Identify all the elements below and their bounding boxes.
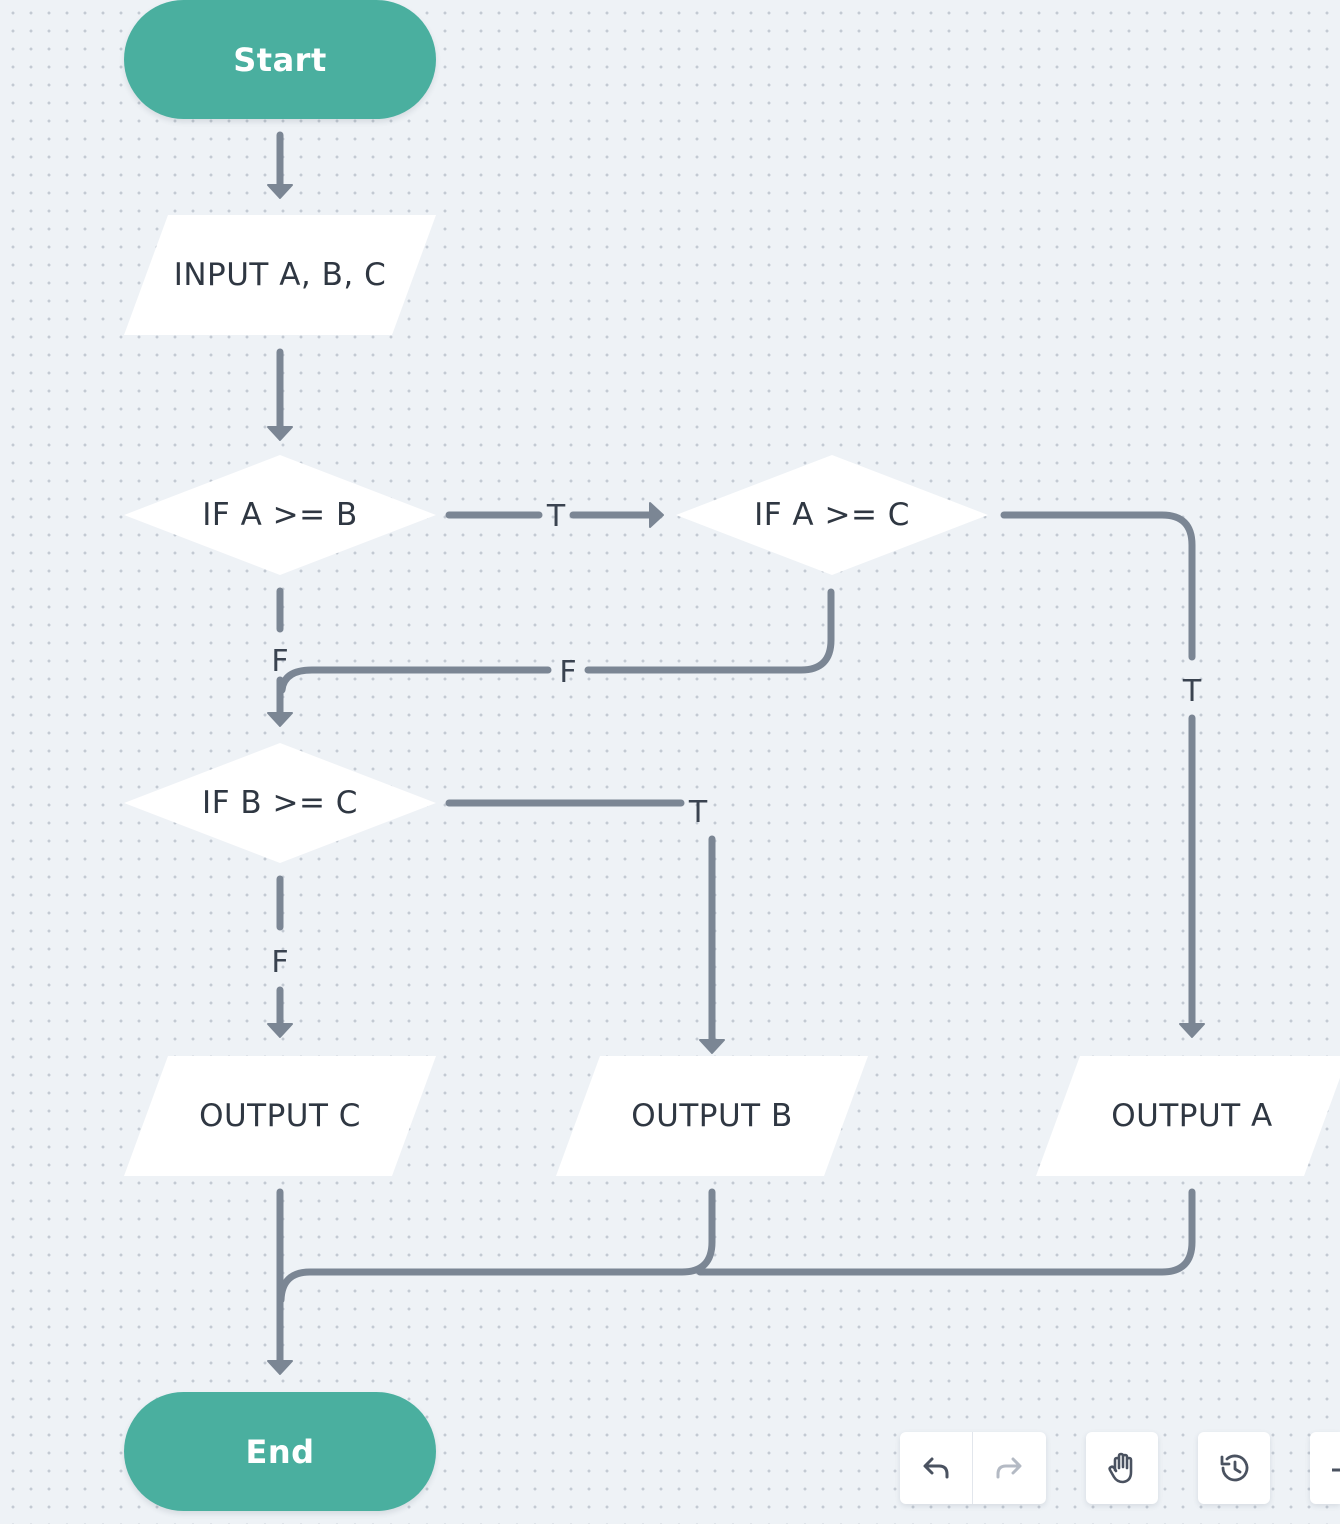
- edge-label-bc-false: F: [271, 945, 288, 980]
- partial-icon: [1332, 1468, 1340, 1472]
- diamond-shape: [124, 455, 436, 575]
- edge-a-ge-b-true[interactable]: T: [445, 499, 664, 534]
- decision-b-ge-c[interactable]: IF B >= C: [124, 743, 436, 863]
- end-node[interactable]: End: [124, 1392, 436, 1511]
- decision-b-ge-c-label: IF B >= C: [202, 785, 358, 821]
- output-a-node[interactable]: OUTPUT A: [1036, 1056, 1340, 1176]
- input-label: INPUT A, B, C: [173, 257, 387, 293]
- start-node[interactable]: Start: [124, 0, 436, 119]
- edge-label-ac-false: F: [559, 655, 576, 690]
- edge-start-to-input[interactable]: [267, 131, 293, 199]
- diamond-shape: [676, 455, 988, 575]
- output-b-label: OUTPUT B: [631, 1098, 793, 1134]
- edge-label-ab-true: T: [546, 499, 566, 534]
- parallelogram-shape: [556, 1056, 868, 1176]
- edge-a-ge-b-false[interactable]: F: [267, 587, 293, 727]
- decision-a-ge-b[interactable]: IF A >= B: [124, 455, 436, 575]
- output-b-node[interactable]: OUTPUT B: [556, 1056, 868, 1176]
- pan-group: [1086, 1432, 1158, 1504]
- undo-button[interactable]: [900, 1432, 972, 1504]
- decision-a-ge-b-label: IF A >= B: [202, 497, 358, 533]
- edge-input-to-if-a-ge-b[interactable]: [267, 348, 293, 441]
- edge-a-ge-c-false[interactable]: F: [278, 588, 835, 694]
- decision-a-ge-c[interactable]: IF A >= C: [676, 455, 988, 575]
- hand-icon: [1108, 1452, 1133, 1484]
- edge-a-ge-c-true[interactable]: T: [1000, 511, 1205, 1038]
- parallelogram-shape: [124, 1056, 436, 1176]
- undo-icon: [923, 1457, 949, 1479]
- edge-label-ac-true: T: [1182, 674, 1202, 709]
- history-button[interactable]: [1198, 1432, 1270, 1504]
- diamond-shape: [124, 743, 436, 863]
- edge-outputs-to-end[interactable]: [267, 1188, 1196, 1375]
- redo-button[interactable]: [972, 1432, 1045, 1504]
- edge-label-bc-true: T: [688, 795, 708, 830]
- edge-label-ab-false: F: [271, 644, 288, 679]
- redo-icon: [996, 1457, 1022, 1479]
- output-c-label: OUTPUT C: [199, 1098, 361, 1134]
- pan-button[interactable]: [1086, 1432, 1158, 1504]
- decision-a-ge-c-label: IF A >= C: [754, 497, 910, 533]
- history-icon: [1220, 1454, 1249, 1482]
- partial-group: [1310, 1432, 1340, 1504]
- undo-redo-group: [900, 1432, 1046, 1504]
- end-label: End: [245, 1432, 315, 1471]
- input-node[interactable]: INPUT A, B, C: [124, 215, 436, 335]
- parallelogram-shape: [124, 215, 436, 335]
- start-label: Start: [233, 40, 327, 79]
- zoom-button[interactable]: [1310, 1432, 1340, 1504]
- output-a-label: OUTPUT A: [1111, 1098, 1273, 1134]
- history-group: [1198, 1432, 1270, 1504]
- edge-b-ge-c-true[interactable]: T: [445, 795, 725, 1054]
- output-c-node[interactable]: OUTPUT C: [124, 1056, 436, 1176]
- edge-b-ge-c-false[interactable]: F: [267, 875, 293, 1038]
- parallelogram-shape: [1036, 1056, 1340, 1176]
